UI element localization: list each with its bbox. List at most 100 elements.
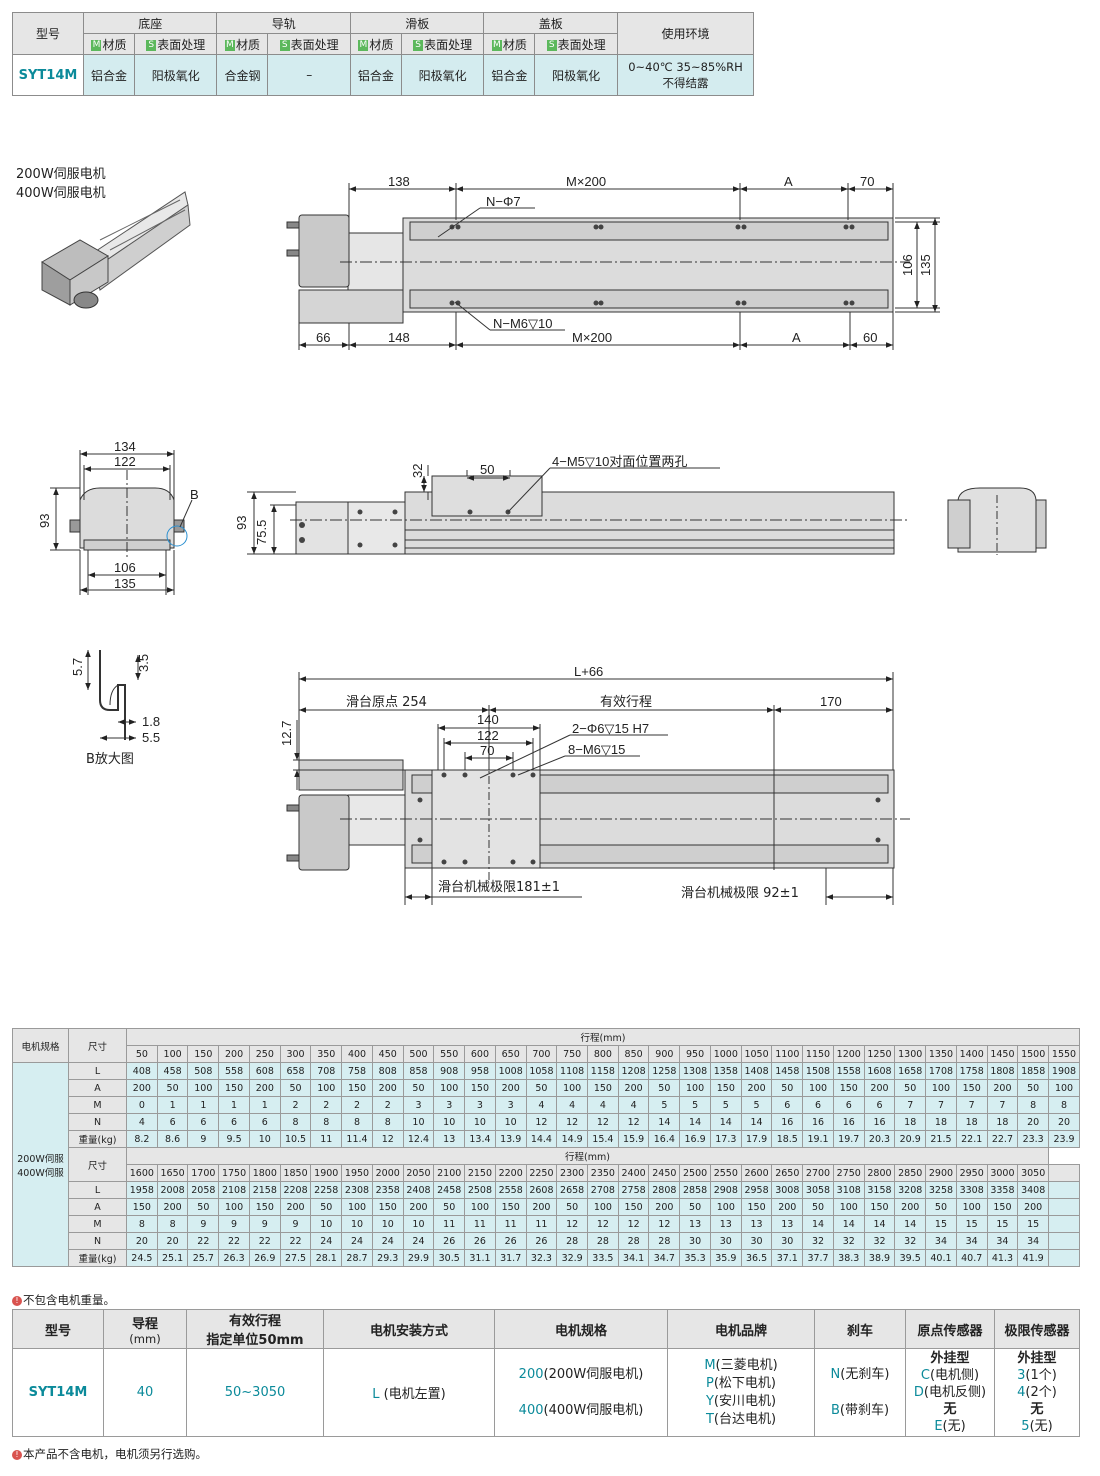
sel-header-origin: 原点传感器	[905, 1309, 995, 1349]
cell-value: 2	[279, 1096, 312, 1114]
technical-drawings: 200W伺服电机 400W伺服电机	[16, 167, 1047, 905]
dim-138: 138	[388, 174, 410, 189]
cell-value: 20	[156, 1232, 189, 1250]
model-value: SYT14M	[12, 54, 84, 96]
stroke-value: 1550	[1048, 1045, 1080, 1063]
cell-value: 908	[433, 1062, 466, 1080]
cell-value: 5	[709, 1096, 742, 1114]
cell-value: 6	[156, 1113, 189, 1131]
cell-value: 37.7	[802, 1249, 834, 1267]
cell-value: 150	[126, 1198, 158, 1216]
stroke-value: 2650	[771, 1164, 804, 1182]
cell-value: 200	[863, 1079, 896, 1097]
dim-m200-bot: M×200	[572, 330, 612, 345]
cell-value: 24.5	[126, 1249, 158, 1267]
cell-value: 6	[187, 1113, 220, 1131]
cell-value: 2258	[310, 1181, 343, 1199]
cell-value: 8	[156, 1215, 189, 1233]
empty-cell	[1048, 1232, 1080, 1250]
cell-value: 13	[771, 1215, 804, 1233]
selection-table: 型号 导程(mm) 有效行程指定单位50mm 电机安装方式 电机规格 电机品牌 …	[12, 1309, 1080, 1437]
cell-value: 150	[863, 1198, 896, 1216]
cell-value: 11	[494, 1215, 527, 1233]
cell-value: 20.3	[863, 1130, 896, 1148]
cell-value: 1	[187, 1096, 220, 1114]
sel-header-lead: 导程(mm)	[103, 1309, 187, 1349]
stroke-value: 850	[617, 1045, 650, 1063]
cell-value: 30	[679, 1232, 711, 1250]
group-rail: 导轨	[216, 12, 351, 34]
cell-value: 20	[1048, 1113, 1080, 1131]
row-label: N	[68, 1232, 127, 1250]
cell-value: 508	[187, 1062, 220, 1080]
cell-value: 10	[494, 1113, 527, 1131]
motor-spec: 200W伺服 400W伺服	[12, 1062, 69, 1267]
cell-value: 50	[402, 1079, 435, 1097]
stroke-value: 2000	[371, 1164, 404, 1182]
cell-value: 15	[955, 1215, 988, 1233]
cell-value: 10	[248, 1130, 281, 1148]
dim-122: 122	[114, 454, 136, 469]
stroke-value: 2050	[402, 1164, 435, 1182]
cell-value: 12	[525, 1113, 558, 1131]
dim-5-7: 5.7	[70, 658, 85, 676]
cell-value: 6	[802, 1096, 834, 1114]
cell-value: 1258	[648, 1062, 681, 1080]
cell-value: 6	[248, 1113, 281, 1131]
cell-value: 14	[863, 1215, 896, 1233]
cell-value: 3	[494, 1096, 527, 1114]
cell-value: 6	[218, 1113, 250, 1131]
cell-value: 1808	[986, 1062, 1019, 1080]
cell-value: 100	[709, 1198, 742, 1216]
cell-value: 26	[494, 1232, 527, 1250]
cell-value: 200	[525, 1198, 558, 1216]
stroke-value: 250	[248, 1045, 281, 1063]
cell-value: 28	[556, 1232, 589, 1250]
cell-value: 39.5	[894, 1249, 927, 1267]
stroke-value: 1500	[1017, 1045, 1050, 1063]
cell-value: 12	[617, 1215, 650, 1233]
dim-50: 50	[480, 462, 494, 477]
detail-b	[85, 650, 141, 741]
sel-motor: 200(200W伺服电机) 400(400W伺服电机)	[494, 1348, 668, 1437]
stroke-value: 2100	[433, 1164, 466, 1182]
cell-value: 10	[464, 1113, 496, 1131]
row-label: M	[68, 1215, 127, 1233]
dim-140: 140	[477, 712, 499, 727]
cell-value: 14	[740, 1113, 773, 1131]
label-b: B	[190, 487, 199, 502]
cell-value: 20	[126, 1232, 158, 1250]
cell-value: 200	[617, 1079, 650, 1097]
cell-value: 14	[894, 1215, 927, 1233]
cell-value: 10	[371, 1215, 404, 1233]
cell-value: 10	[433, 1113, 466, 1131]
cell-value: 2158	[248, 1181, 281, 1199]
cell-value: 8	[310, 1113, 343, 1131]
sel-header-brand: 电机品牌	[667, 1309, 815, 1349]
cell-value: 200	[494, 1079, 527, 1097]
cell-value: 50	[679, 1198, 711, 1216]
stroke-value: 300	[279, 1045, 312, 1063]
cell-value: 15	[1017, 1215, 1050, 1233]
cell-value: 2658	[556, 1181, 589, 1199]
cell-value: 50	[771, 1079, 804, 1097]
cell-value: 2458	[433, 1181, 466, 1199]
cell-value: 17.3	[709, 1130, 742, 1148]
dim-170: 170	[820, 694, 842, 709]
empty-cell	[1048, 1249, 1080, 1267]
side-view	[247, 465, 910, 555]
cell-value: 7	[986, 1096, 1019, 1114]
cell-value: 100	[832, 1198, 865, 1216]
cell-value: 4	[525, 1096, 558, 1114]
cell-value: 658	[279, 1062, 312, 1080]
stroke-value: 2850	[894, 1164, 927, 1182]
cell-value: 12	[556, 1215, 589, 1233]
cell-value: 3058	[802, 1181, 834, 1199]
cell-value: 2208	[279, 1181, 312, 1199]
cell-value: 1	[248, 1096, 281, 1114]
sel-header-stroke: 有效行程指定单位50mm	[186, 1309, 324, 1349]
dim-60: 60	[863, 330, 877, 345]
